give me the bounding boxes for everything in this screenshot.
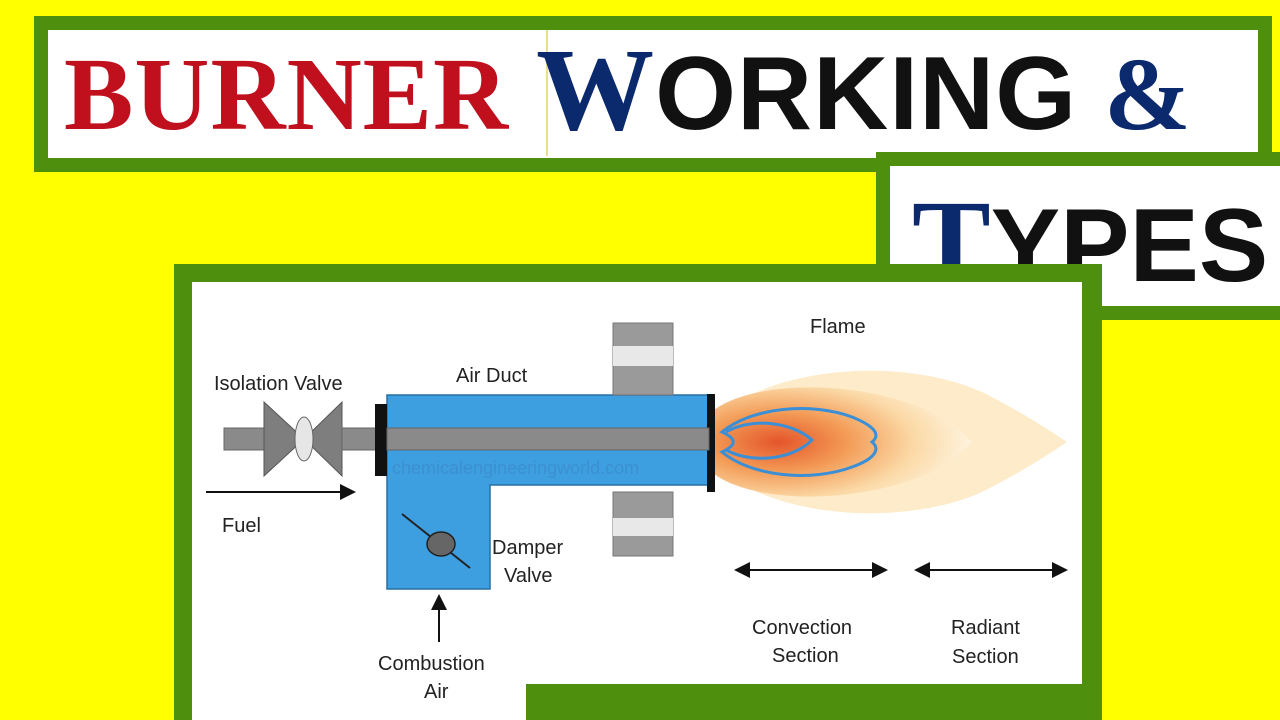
label-flame: Flame <box>810 316 866 338</box>
fuel-arrow-head <box>340 484 356 500</box>
convection-arrow-left <box>734 562 750 578</box>
title-ampersand: & <box>1104 37 1192 152</box>
label-convection-line1: Convection <box>752 617 852 639</box>
label-convection-line2: Section <box>772 645 839 667</box>
convection-arrow-right <box>872 562 888 578</box>
page-title: BURNER WORKING & <box>64 30 1192 153</box>
title-divider <box>546 30 548 156</box>
watermark-text: chemicalengineeringworld.com <box>392 458 639 478</box>
label-combustion-line2: Air <box>424 681 449 703</box>
label-combustion-line1: Combustion <box>378 653 485 675</box>
label-radiant-line2: Section <box>952 646 1019 668</box>
radiant-arrow-left <box>914 562 930 578</box>
title-word-working-initial: W <box>536 24 656 155</box>
label-isolation-valve: Isolation Valve <box>214 373 343 395</box>
fuel-pipe-middle <box>341 427 379 451</box>
damper-valve-icon <box>426 531 456 557</box>
radiant-arrow-right <box>1052 562 1068 578</box>
fuel-lance <box>386 427 710 451</box>
duct-flange-left <box>375 404 387 476</box>
burner-tile-bottom-band <box>613 518 673 536</box>
label-damper-line2: Valve <box>504 565 553 587</box>
isolation-valve-ball <box>294 416 314 462</box>
bottom-accent-bar <box>526 684 1102 720</box>
burner-diagram: chemicalengineeringworld.com Isolation V… <box>206 316 1068 703</box>
title-word-working-rest: ORKING <box>655 36 1078 152</box>
flame-inner-loop <box>725 421 815 460</box>
flame-inner-outline <box>719 407 878 477</box>
burner-tile-top-band <box>613 346 673 366</box>
label-fuel: Fuel <box>222 515 261 537</box>
label-damper-line1: Damper <box>492 537 563 559</box>
combustion-air-arrow-head <box>431 594 447 610</box>
duct-flange-right <box>707 394 715 492</box>
title-word-burner: BURNER <box>64 37 510 152</box>
label-radiant-line1: Radiant <box>951 617 1020 639</box>
flame-mid <box>714 387 972 497</box>
isolation-valve-icon <box>263 400 305 478</box>
label-air-duct: Air Duct <box>456 365 528 387</box>
title-banner <box>34 16 1272 172</box>
